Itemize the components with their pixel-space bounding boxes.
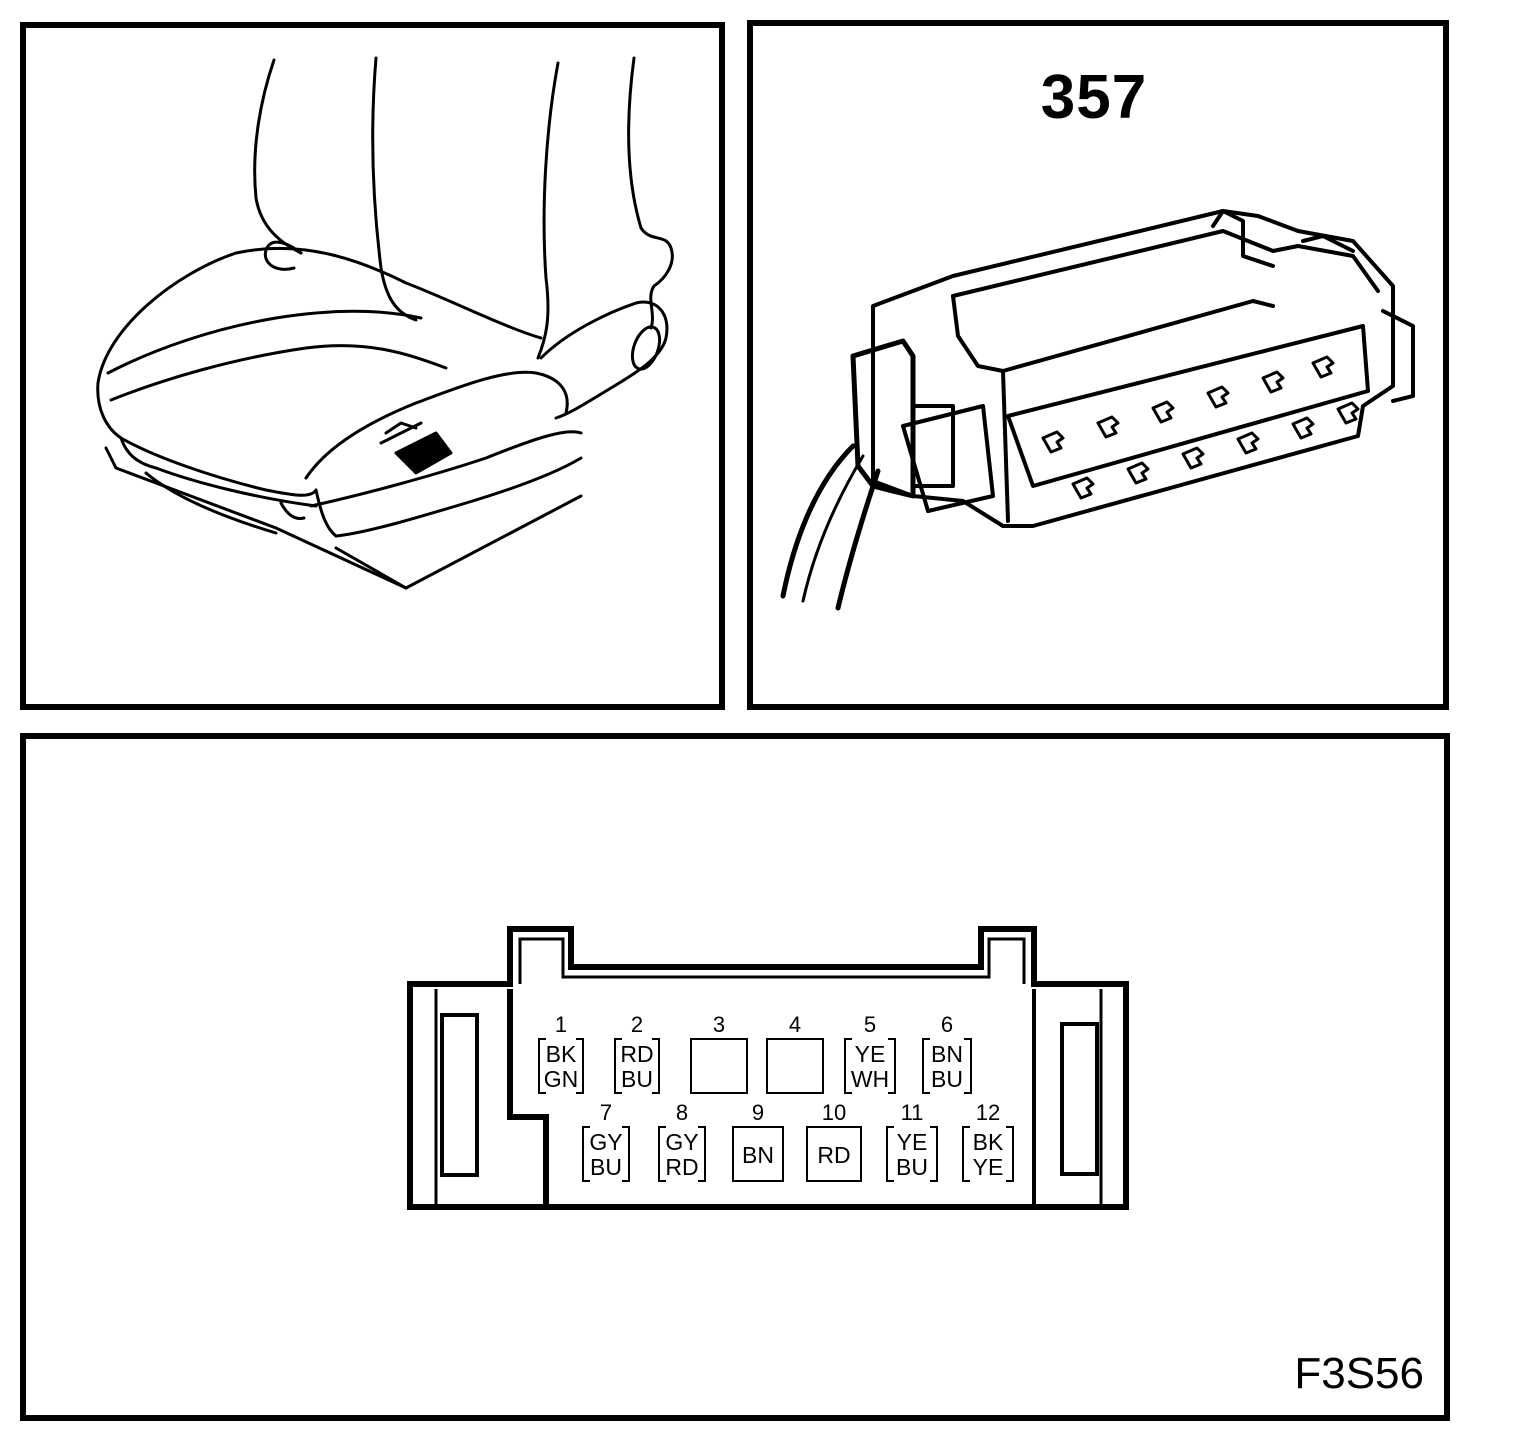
seat-illustration bbox=[96, 56, 674, 590]
pin-number: 3 bbox=[712, 1012, 726, 1037]
pin-wire-colors: YE WH bbox=[844, 1038, 896, 1094]
wire-color-1: BK bbox=[545, 1041, 577, 1067]
connector-illustration bbox=[780, 209, 1415, 611]
pin-number: 1 bbox=[554, 1012, 568, 1037]
wire-color-1: RD bbox=[620, 1041, 654, 1067]
wire-color-1: GY bbox=[665, 1129, 699, 1155]
wire-color-2: RD bbox=[665, 1154, 699, 1180]
figure-code: F3S56 bbox=[1294, 1349, 1424, 1398]
pin-wire-colors: RD BU bbox=[614, 1038, 660, 1094]
pin-empty-cavity bbox=[690, 1038, 748, 1094]
wire-color-1: BN bbox=[742, 1142, 774, 1168]
pin-wire-colors: BK YE bbox=[962, 1126, 1014, 1182]
pinout-panel: 1 BK GN 2 RD BU 3 4 5 YE WH 6 BN BU bbox=[20, 733, 1450, 1421]
pin-wire-colors: BK GN bbox=[538, 1038, 584, 1094]
pin-wire-colors: GY RD bbox=[658, 1126, 706, 1182]
wire-color-2: BU bbox=[931, 1066, 963, 1092]
pin-wire-colors: BN bbox=[732, 1126, 784, 1182]
pin-wire-colors: GY BU bbox=[582, 1126, 630, 1182]
wire-color-2: BU bbox=[896, 1154, 928, 1180]
pin-number: 10 bbox=[821, 1100, 847, 1125]
connector-face-outline bbox=[407, 926, 1129, 1210]
wire-color-2: BU bbox=[590, 1154, 622, 1180]
pin-wire-colors: RD bbox=[806, 1126, 862, 1182]
pin-number: 7 bbox=[599, 1100, 613, 1125]
connector-view-panel: 357 bbox=[747, 20, 1449, 710]
wire-color-2: BU bbox=[621, 1066, 653, 1092]
wire-color-1: YE bbox=[896, 1129, 928, 1155]
wire-color-2: YE bbox=[972, 1154, 1004, 1180]
wire-color-2: GN bbox=[543, 1066, 579, 1092]
pin-number: 2 bbox=[630, 1012, 644, 1037]
wire-color-1: BN bbox=[931, 1041, 963, 1067]
wire-color-1: YE bbox=[854, 1041, 886, 1067]
seat-location-panel bbox=[20, 22, 725, 710]
connector-number: 357 bbox=[1040, 63, 1148, 132]
wire-color-1: BK bbox=[972, 1129, 1004, 1155]
pin-number: 9 bbox=[751, 1100, 765, 1125]
pin-number: 5 bbox=[863, 1012, 877, 1037]
pin-number: 6 bbox=[940, 1012, 954, 1037]
pin-number: 12 bbox=[975, 1100, 1001, 1125]
pin-wire-colors: BN BU bbox=[922, 1038, 972, 1094]
wire-color-2: WH bbox=[850, 1066, 890, 1092]
pin-wire-colors: YE BU bbox=[886, 1126, 938, 1182]
wire-color-1: GY bbox=[589, 1129, 623, 1155]
wire-color-1: RD bbox=[817, 1142, 851, 1168]
pin-number: 4 bbox=[788, 1012, 802, 1037]
pin-empty-cavity bbox=[766, 1038, 824, 1094]
pin-number: 11 bbox=[900, 1100, 924, 1125]
pin-number: 8 bbox=[675, 1100, 689, 1125]
